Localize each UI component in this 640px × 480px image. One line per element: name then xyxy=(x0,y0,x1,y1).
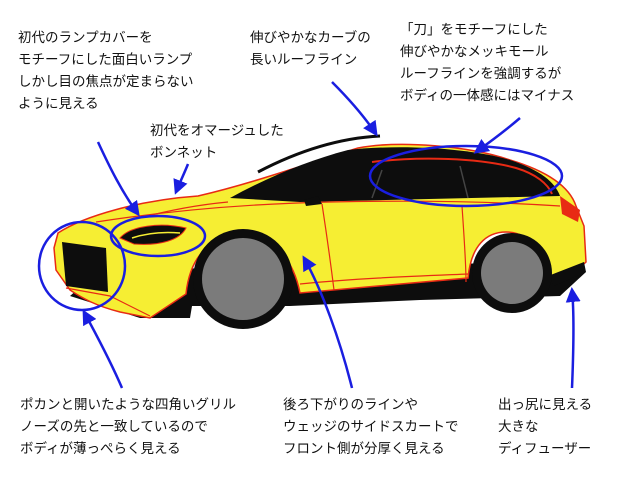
annotation-lamp: 初代のランプカバーを モチーフにした面白いランプ しかし目の焦点が定まらない よ… xyxy=(18,27,194,115)
annotation-molding: 「刀」をモチーフにした 伸びやかなメッキモール ルーフラインを強調するが ボディ… xyxy=(400,19,574,107)
annotation-lamp-line: ように見える xyxy=(18,96,99,112)
annotation-molding-line: 「刀」をモチーフにした xyxy=(400,22,548,38)
arrow-grille xyxy=(82,309,124,389)
arrow-molding xyxy=(473,117,521,154)
annotation-lamp-line: 初代のランプカバーを xyxy=(18,30,153,46)
annotation-molding-line: ボディの一体感にはマイナス xyxy=(400,88,575,104)
headlamp-lens xyxy=(131,231,181,239)
side-mirror xyxy=(304,196,322,206)
front-splitter xyxy=(65,287,151,317)
annotation-molding-line: 伸びやかなメッキモール xyxy=(400,44,549,60)
annotation-grille-line: ボディが薄っぺらく見える xyxy=(20,441,181,457)
annotation-bonnet: 初代をオマージュした ボンネット xyxy=(150,120,284,164)
annotation-bonnet-line: ボンネット xyxy=(150,145,218,161)
rear-wheel xyxy=(472,233,552,313)
front-grille xyxy=(62,242,108,292)
annotation-diffuser-line: 出っ尻に見える xyxy=(498,397,593,413)
arrow-roof xyxy=(331,81,378,137)
annotation-roof-line: 伸びやかなカーブの xyxy=(250,30,371,46)
annotation-grille-line: ノーズの先と一致しているので xyxy=(20,419,208,435)
annotation-roof-line: 長いルーフライン xyxy=(250,52,358,68)
arrow-bonnet xyxy=(173,163,190,195)
annotation-grille-line: ポカンと開いたような四角いグリル xyxy=(20,397,236,413)
front-wheel xyxy=(193,229,293,329)
rear-lamp xyxy=(560,196,580,222)
chrome-molding xyxy=(371,157,553,195)
annotation-molding-line: ルーフラインを強調するが xyxy=(400,66,562,82)
annotation-bonnet-line: 初代をオマージュした xyxy=(150,123,284,139)
arrow-diffuser xyxy=(565,287,581,389)
annotation-lamp-line: モチーフにした面白いランプ xyxy=(18,52,193,68)
headlamp-highlight-ring xyxy=(109,214,207,258)
headlamp xyxy=(119,224,187,245)
annotation-side-line: ウェッジのサイドスカートで xyxy=(283,419,459,435)
annotation-side: 後ろ下がりのラインや ウェッジのサイドスカートで フロント側が分厚く見える xyxy=(283,394,459,460)
rear-door-line xyxy=(461,205,467,283)
arrow-lamp xyxy=(96,141,140,217)
annotation-side-line: フロント側が分厚く見える xyxy=(283,441,445,457)
annotation-diffuser-line: 大きな xyxy=(498,419,539,435)
annotation-side-line: 後ろ下がりのラインや xyxy=(283,397,418,413)
door-line xyxy=(321,203,335,291)
annotation-diffuser: 出っ尻に見える 大きな ディフューザー xyxy=(498,394,592,460)
annotation-diffuser-line: ディフューザー xyxy=(498,441,592,457)
molding-highlight-ring xyxy=(368,144,564,208)
side-window-frame xyxy=(371,165,469,199)
arrow-side xyxy=(302,255,354,389)
annotation-roof: 伸びやかなカーブの 長いルーフライン xyxy=(250,27,371,71)
side-skirt-line xyxy=(299,273,469,285)
roof-line xyxy=(257,134,381,174)
rear-diffuser xyxy=(548,262,586,286)
annotation-grille: ポカンと開いたような四角いグリル ノーズの先と一致しているので ボディが薄っぺら… xyxy=(20,394,236,460)
grille-highlight-ring xyxy=(37,220,127,312)
annotation-lamp-line: しかし目の焦点が定まらない xyxy=(18,74,194,90)
